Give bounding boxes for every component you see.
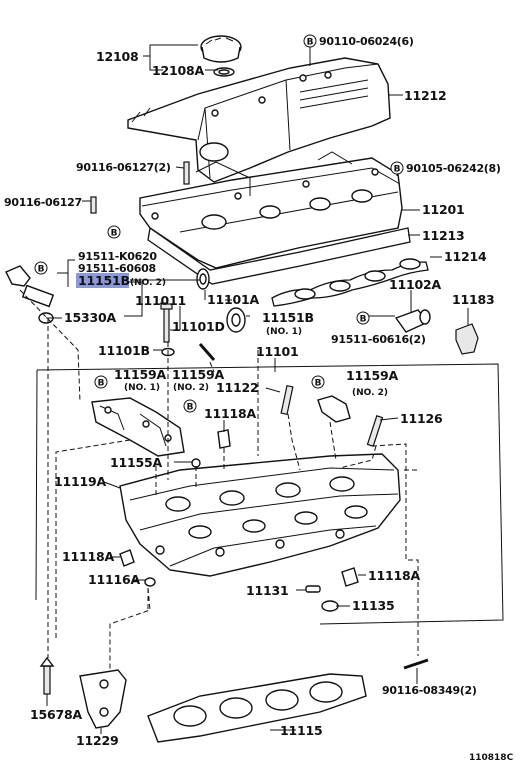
label-11101B[interactable]: 11101B: [98, 343, 150, 358]
svg-text:B: B: [98, 379, 105, 389]
seal-11101A[interactable]: [226, 307, 246, 333]
label-11159A-3-note: (NO. 2): [352, 388, 388, 398]
label-11126[interactable]: 11126: [400, 411, 443, 426]
marker-b-2: B: [390, 161, 404, 175]
label-12108[interactable]: 12108: [96, 49, 139, 64]
label-90116-06127[interactable]: 90116-06127: [4, 196, 82, 209]
label-11159A-2[interactable]: 11159A: [172, 367, 225, 382]
label-11151B[interactable]: 11151B: [262, 310, 314, 325]
label-11118A-right[interactable]: 11118A: [368, 568, 421, 583]
svg-text:B: B: [307, 38, 314, 48]
label-11183[interactable]: 11183: [452, 292, 495, 307]
svg-text:B: B: [360, 315, 367, 325]
label-90116-08349[interactable]: 90116-08349(2): [382, 684, 477, 697]
svg-text:B: B: [187, 403, 194, 413]
oil-filler-cap[interactable]: [200, 35, 242, 63]
label-11131[interactable]: 11131: [246, 583, 289, 598]
bolt-90116-06127-pair[interactable]: [183, 161, 190, 185]
stud-15678A[interactable]: [39, 656, 55, 695]
label-15678A[interactable]: 15678A: [30, 707, 83, 722]
marker-b-6: B: [94, 375, 108, 389]
dowel-11122[interactable]: [280, 384, 294, 416]
pin-11155A[interactable]: [191, 458, 201, 468]
label-11229[interactable]: 11229: [76, 733, 119, 748]
label-11101D[interactable]: 11101D: [172, 319, 225, 334]
label-90105-06242[interactable]: 90105-06242(8): [406, 162, 501, 175]
label-111011[interactable]: 111011: [135, 293, 186, 308]
bearing-caps-11159A[interactable]: [91, 397, 185, 457]
marker-b-7: B: [311, 375, 325, 389]
label-11155A[interactable]: 11155A: [110, 455, 163, 470]
svg-text:B: B: [394, 165, 401, 175]
label-91511-60616[interactable]: 91511-60616(2): [331, 333, 426, 346]
svg-text:B: B: [38, 265, 45, 275]
label-91511-K0620[interactable]: 91511-K0620: [78, 250, 158, 263]
svg-text:B: B: [111, 229, 118, 239]
label-11201[interactable]: 11201: [422, 202, 465, 217]
label-11118A-top[interactable]: 11118A: [204, 406, 257, 421]
head-cover-11212[interactable]: [127, 57, 391, 183]
figure-code: 110818C: [469, 753, 514, 763]
cap-11159A-no2[interactable]: [317, 395, 351, 423]
cam-sensor-assembly[interactable]: [5, 265, 55, 324]
cover-gasket-11213[interactable]: [147, 226, 411, 285]
svg-text:B: B: [315, 379, 322, 389]
label-11119A[interactable]: 11119A: [54, 474, 107, 489]
label-11159A-1-note: (NO. 1): [124, 383, 160, 393]
label-11122[interactable]: 11122: [216, 380, 259, 395]
bolt-90116-06127-single[interactable]: [90, 196, 97, 214]
label-11101[interactable]: 11101: [256, 344, 299, 359]
plug-11116A[interactable]: [144, 577, 156, 587]
label-11151B-note: (NO. 1): [266, 327, 302, 337]
label-91511-60608[interactable]: 91511-60608: [78, 262, 156, 275]
head-group-frame: [35, 363, 504, 625]
cylinder-head-11101[interactable]: [119, 453, 401, 577]
oil-seal-111011[interactable]: [196, 268, 210, 290]
label-15330A[interactable]: 15330A: [64, 310, 117, 325]
label-11102A[interactable]: 11102A: [389, 277, 442, 292]
label-11151B-selected[interactable]: 11151B: [78, 273, 130, 288]
head-gasket-11115[interactable]: [147, 673, 367, 743]
label-11116A[interactable]: 11116A: [88, 572, 141, 587]
label-11118A-left[interactable]: 11118A: [62, 549, 115, 564]
label-11214[interactable]: 11214: [444, 249, 487, 264]
plug-11131[interactable]: [305, 585, 321, 593]
bracket-11183[interactable]: [455, 323, 479, 355]
stud-90116-08349[interactable]: [403, 658, 429, 670]
stud-11101-small[interactable]: [198, 343, 216, 361]
leader-lines: [19, 44, 469, 734]
cap-gasket[interactable]: [213, 67, 235, 77]
marker-b-1: B: [303, 34, 317, 48]
label-11135[interactable]: 11135: [352, 598, 395, 613]
label-11101A[interactable]: 11101A: [207, 292, 260, 307]
marker-b-5: B: [356, 311, 370, 325]
label-11151B-selected-note: (NO. 2): [130, 278, 166, 288]
plug-11102A[interactable]: [394, 309, 431, 333]
label-90116-06127-2[interactable]: 90116-06127(2): [76, 161, 171, 174]
dowel-11126[interactable]: [366, 415, 384, 447]
ring-11135[interactable]: [321, 600, 339, 612]
plug-11118A-right[interactable]: [341, 567, 359, 587]
label-11159A-3[interactable]: 11159A: [346, 368, 399, 383]
plug-11118A-left[interactable]: [119, 549, 135, 567]
label-11159A-2-note: (NO. 2): [173, 383, 209, 393]
label-11213[interactable]: 11213: [422, 228, 465, 243]
marker-b-4: B: [34, 261, 48, 275]
cam-cover-11201[interactable]: [139, 151, 403, 269]
bracket-11229[interactable]: [79, 669, 127, 729]
selected-part-highlight: [76, 273, 129, 288]
part-labels: 12108 12108A 90110-06024(6) 11212 90116-…: [4, 35, 514, 763]
bolt-11101D[interactable]: [160, 303, 173, 343]
label-12108A[interactable]: 12108A: [152, 63, 205, 78]
label-11115[interactable]: 11115: [280, 723, 323, 738]
plug-tube-gasket-11214[interactable]: [271, 258, 429, 307]
marker-b-8: B: [183, 399, 197, 413]
label-90110-06024[interactable]: 90110-06024(6): [319, 35, 414, 48]
plug-11118A-top[interactable]: [217, 429, 231, 449]
label-11212[interactable]: 11212: [404, 88, 447, 103]
label-11159A-1[interactable]: 11159A: [114, 367, 167, 382]
marker-b-3: B: [107, 225, 121, 239]
